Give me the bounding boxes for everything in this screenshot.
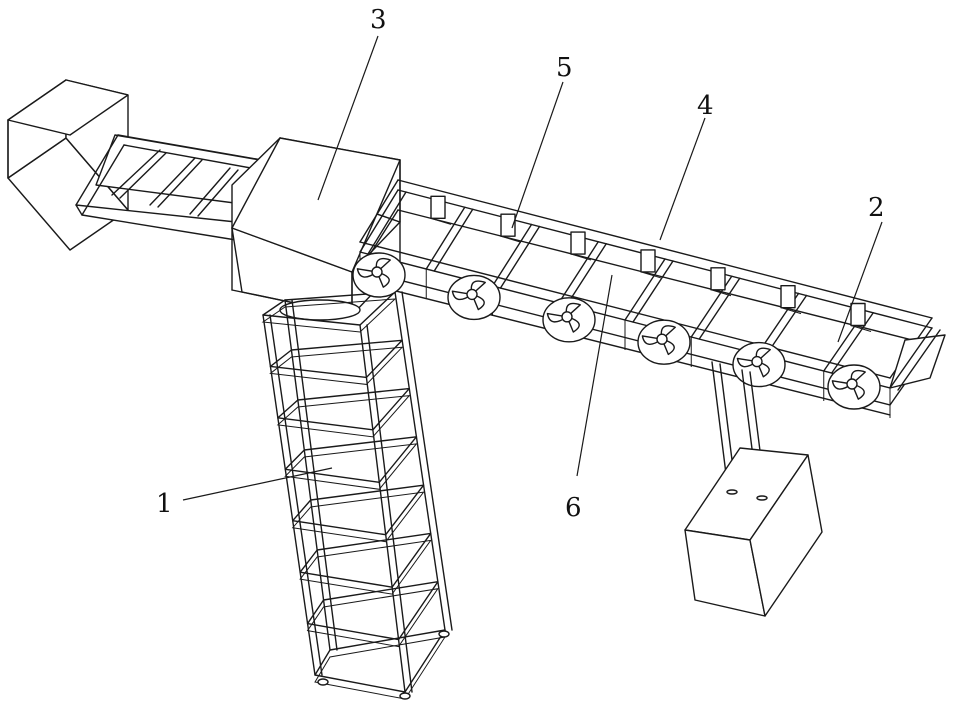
tower-frame <box>314 629 446 693</box>
central-drive-box <box>231 137 401 321</box>
tower-frame <box>277 387 410 431</box>
sensor-bracket-base <box>500 235 522 243</box>
counterweight-box <box>684 447 823 617</box>
cross-member-edge <box>831 312 874 374</box>
fan-unit <box>732 341 786 388</box>
fan-unit <box>447 274 501 321</box>
cross-member <box>558 241 599 304</box>
sensor-bracket-base <box>850 325 872 332</box>
tower-frame-edge <box>269 346 404 385</box>
fan-unit <box>637 319 691 365</box>
cross-member-edge <box>632 260 674 323</box>
fan-hub <box>656 333 668 345</box>
fan-hub <box>371 266 383 278</box>
sensor-brackets <box>430 195 872 332</box>
tower-foot <box>438 630 450 638</box>
fan-hub <box>561 311 573 323</box>
fan-unit <box>827 364 881 410</box>
leader-lines <box>182 35 883 501</box>
sensor-bracket <box>710 267 726 291</box>
label-4: 4 <box>697 91 714 121</box>
fan-unit <box>352 252 406 298</box>
tower-frame-edge <box>306 588 439 648</box>
tower-post <box>284 299 331 651</box>
cross-member <box>425 206 466 270</box>
fan-hub <box>466 288 478 301</box>
cross-member <box>491 223 533 287</box>
tower-frame-edge <box>276 394 411 438</box>
conveyor-cross-members <box>359 189 941 418</box>
cross-member-edge <box>897 329 941 391</box>
sensor-bracket <box>780 284 796 309</box>
sensor-bracket <box>500 213 516 237</box>
cross-member <box>889 327 933 389</box>
leader-6 <box>576 274 613 477</box>
sensor-bracket <box>430 195 446 220</box>
tower-post-edge <box>401 291 453 631</box>
sensor-bracket-base <box>710 289 732 297</box>
tower-frame-edge <box>284 443 418 490</box>
sensor-bracket-base <box>430 217 452 225</box>
leader-1 <box>182 467 333 501</box>
leader-4 <box>659 117 706 241</box>
tower-frame-edge <box>299 539 432 595</box>
tower-frame <box>299 532 432 588</box>
fan-hub <box>846 378 858 390</box>
sensor-bracket-base <box>570 253 592 261</box>
tower-frame <box>292 484 425 536</box>
cross-member <box>359 189 399 253</box>
tower-frame-edge <box>291 491 425 543</box>
cross-member-edge <box>367 191 407 255</box>
leader-5 <box>511 81 564 229</box>
tower-frame <box>306 581 439 641</box>
label-6: 6 <box>565 493 582 523</box>
sensor-bracket <box>570 231 586 255</box>
tower-frame-edge <box>261 298 397 333</box>
fan-hub <box>751 355 763 368</box>
tower-post <box>394 291 446 631</box>
leader-2 <box>837 221 883 343</box>
fan-unit <box>542 297 596 343</box>
fan-units <box>352 252 881 410</box>
cross-member-edge <box>566 243 607 306</box>
sensor-bracket <box>640 249 656 273</box>
sensor-bracket <box>850 302 866 327</box>
tower-frame <box>269 339 403 379</box>
tower-frame <box>284 436 418 483</box>
cross-member-edge <box>698 277 741 340</box>
label-5: 5 <box>556 53 573 83</box>
cross-member-edge <box>433 208 474 272</box>
tower-post-edge <box>291 299 338 651</box>
tower-foot <box>399 692 411 700</box>
cross-member <box>624 258 666 321</box>
sensor-bracket-base <box>640 271 662 279</box>
label-2: 2 <box>868 193 885 223</box>
label-1: 1 <box>156 489 173 519</box>
tower-post <box>262 314 316 676</box>
label-3: 3 <box>370 5 387 35</box>
leader-3 <box>317 35 379 201</box>
tower-foot <box>317 678 329 686</box>
tower-post <box>359 324 406 693</box>
support-tower <box>261 291 453 700</box>
rear-rail-track <box>75 134 263 241</box>
cross-member-edge <box>499 225 541 289</box>
tower-frame-edge <box>314 636 447 700</box>
sensor-bracket-base <box>780 307 802 315</box>
